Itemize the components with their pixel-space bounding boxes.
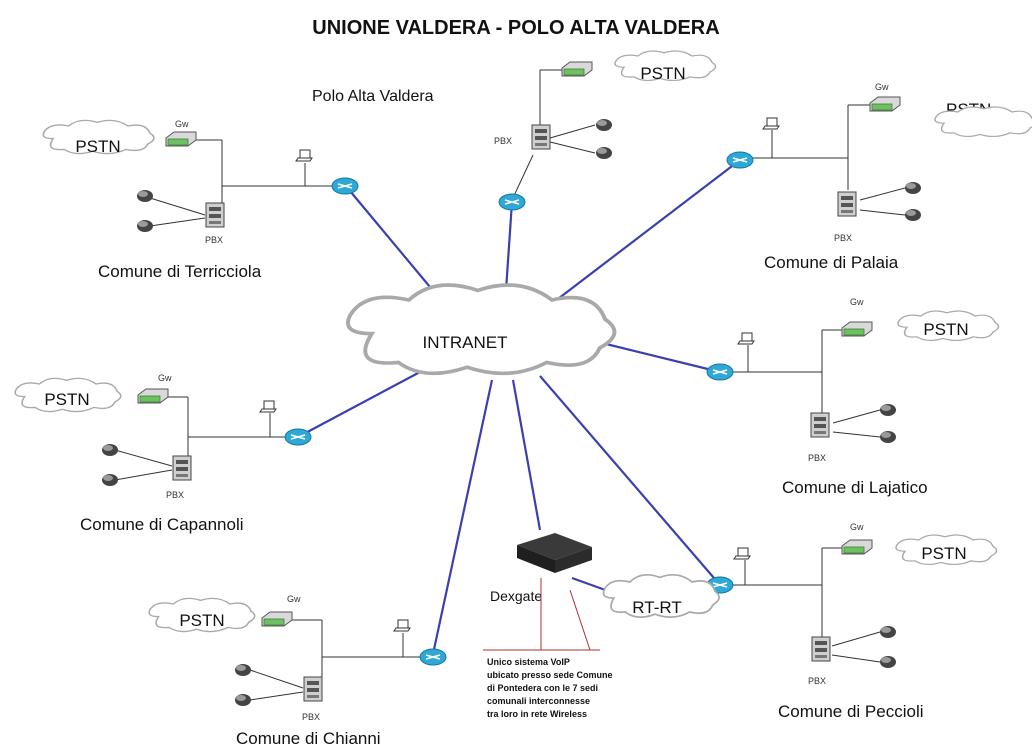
dexgate-device-icon [517, 533, 592, 573]
gw-label: Gw [158, 373, 172, 383]
router-icon [284, 428, 312, 446]
laptop-icon [737, 332, 755, 345]
gateway-icon [841, 321, 873, 337]
phone-icon [880, 431, 896, 443]
phone-icon [235, 664, 251, 676]
phone-icon [596, 119, 612, 131]
diagram-title: UNIONE VALDERA - POLO ALTA VALDERA [312, 17, 719, 39]
laptop-icon [295, 149, 313, 162]
phone-icon [880, 656, 896, 668]
pstn-cloud-palaia [934, 106, 1032, 138]
site-label-terricciola: Comune di Terricciola [98, 262, 262, 281]
pbx-label: PBX [808, 676, 826, 686]
note-line: di Pontedera con le 7 sedi [487, 683, 598, 693]
gateway-icon [841, 539, 873, 555]
note-line: ubicato presso sede Comune [487, 670, 613, 680]
pbx-icon [811, 636, 831, 662]
pbx-label: PBX [205, 235, 223, 245]
note-line: tra loro in rete Wireless [487, 709, 587, 719]
gateway-icon [261, 611, 293, 627]
note-line: comunali interconnesse [487, 696, 590, 706]
site-palaia: Gw PSTN PBX Comune di Palaia [726, 82, 1032, 272]
pstn-label: PSTN [75, 137, 120, 156]
pstn-label: PSTN [44, 390, 89, 409]
pbx-label: PBX [302, 712, 320, 722]
router-icon [419, 648, 447, 666]
pbx-label: PBX [834, 233, 852, 243]
link-chianni [431, 379, 494, 655]
gw-label: Gw [850, 297, 864, 307]
gw-label: Gw [287, 594, 301, 604]
site-chianni: PSTN Gw PBX Comune di Chianni [148, 594, 447, 747]
note-line: Unico sistema VoIP [487, 657, 570, 667]
laptop-icon [733, 547, 751, 560]
gw-label: Gw [875, 82, 889, 92]
pbx-icon [837, 191, 857, 217]
site-label-chianni: Comune di Chianni [236, 729, 381, 747]
pstn-label: PSTN [179, 611, 224, 630]
pbx-label: PBX [494, 136, 512, 146]
laptop-icon [762, 117, 780, 130]
site-label-palaia: Comune di Palaia [764, 253, 899, 272]
link-peccioli [539, 375, 721, 586]
site-label-lajatico: Comune di Lajatico [782, 478, 928, 497]
phone-icon [905, 209, 921, 221]
pbx-icon [172, 455, 192, 481]
link-lajatico [597, 340, 721, 374]
gateway-icon [561, 61, 593, 77]
dexgate-block: Dexgate RT-RT Unico sistema VoIP ubicato… [483, 533, 720, 719]
laptop-icon [393, 619, 411, 632]
site-capannoli: PSTN Gw PBX Comune di Capannoli [14, 373, 312, 534]
phone-icon [596, 147, 612, 159]
note-pointer-2 [569, 589, 591, 651]
router-icon [498, 193, 526, 211]
pbx-icon [205, 202, 225, 228]
site-peccioli: Gw PSTN PBX Comune di Peccioli [706, 522, 998, 721]
pbx-label: PBX [808, 453, 826, 463]
pbx-label: PBX [166, 490, 184, 500]
pstn-label: PSTN [923, 320, 968, 339]
rtrt-label: RT-RT [632, 598, 681, 617]
phone-icon [102, 474, 118, 486]
diagram-subtitle: Polo Alta Valdera [312, 88, 434, 105]
gateway-icon [869, 96, 901, 112]
phone-icon [137, 190, 153, 202]
site-label-capannoli: Comune di Capannoli [80, 515, 244, 534]
router-icon [726, 151, 754, 169]
phone-icon [905, 182, 921, 194]
pbx-icon [531, 124, 551, 150]
site-polo-alta-valdera: PSTN PBX [494, 50, 717, 211]
phone-icon [102, 444, 118, 456]
link-dexgate [511, 379, 542, 531]
link-capannoli [297, 371, 421, 438]
dexgate-label: Dexgate [490, 588, 542, 604]
router-icon [331, 177, 359, 195]
pbx-icon [303, 676, 323, 702]
router-icon [706, 363, 734, 381]
intranet-cloud [345, 283, 617, 376]
pbx-icon [810, 412, 830, 438]
site-lajatico: Gw PSTN PBX Comune di Lajatico [706, 297, 1000, 497]
pstn-label: PSTN [921, 544, 966, 563]
link-palaia [549, 159, 741, 306]
gateway-icon [137, 388, 169, 404]
phone-icon [137, 220, 153, 232]
intranet-links [297, 159, 741, 655]
dexgate-note: Unico sistema VoIP ubicato presso sede C… [487, 657, 613, 719]
gw-label: Gw [850, 522, 864, 532]
site-label-peccioli: Comune di Peccioli [778, 702, 924, 721]
intranet-label: INTRANET [423, 333, 508, 352]
site-terricciola: PSTN Gw PBX Comune di Terricciola [42, 119, 359, 281]
phone-icon [235, 694, 251, 706]
laptop-icon [259, 400, 277, 413]
gw-label: Gw [175, 119, 189, 129]
phone-icon [880, 626, 896, 638]
pstn-label: PSTN [640, 64, 685, 83]
link-terricciola [344, 184, 446, 306]
phone-icon [880, 404, 896, 416]
gateway-icon [165, 131, 197, 147]
